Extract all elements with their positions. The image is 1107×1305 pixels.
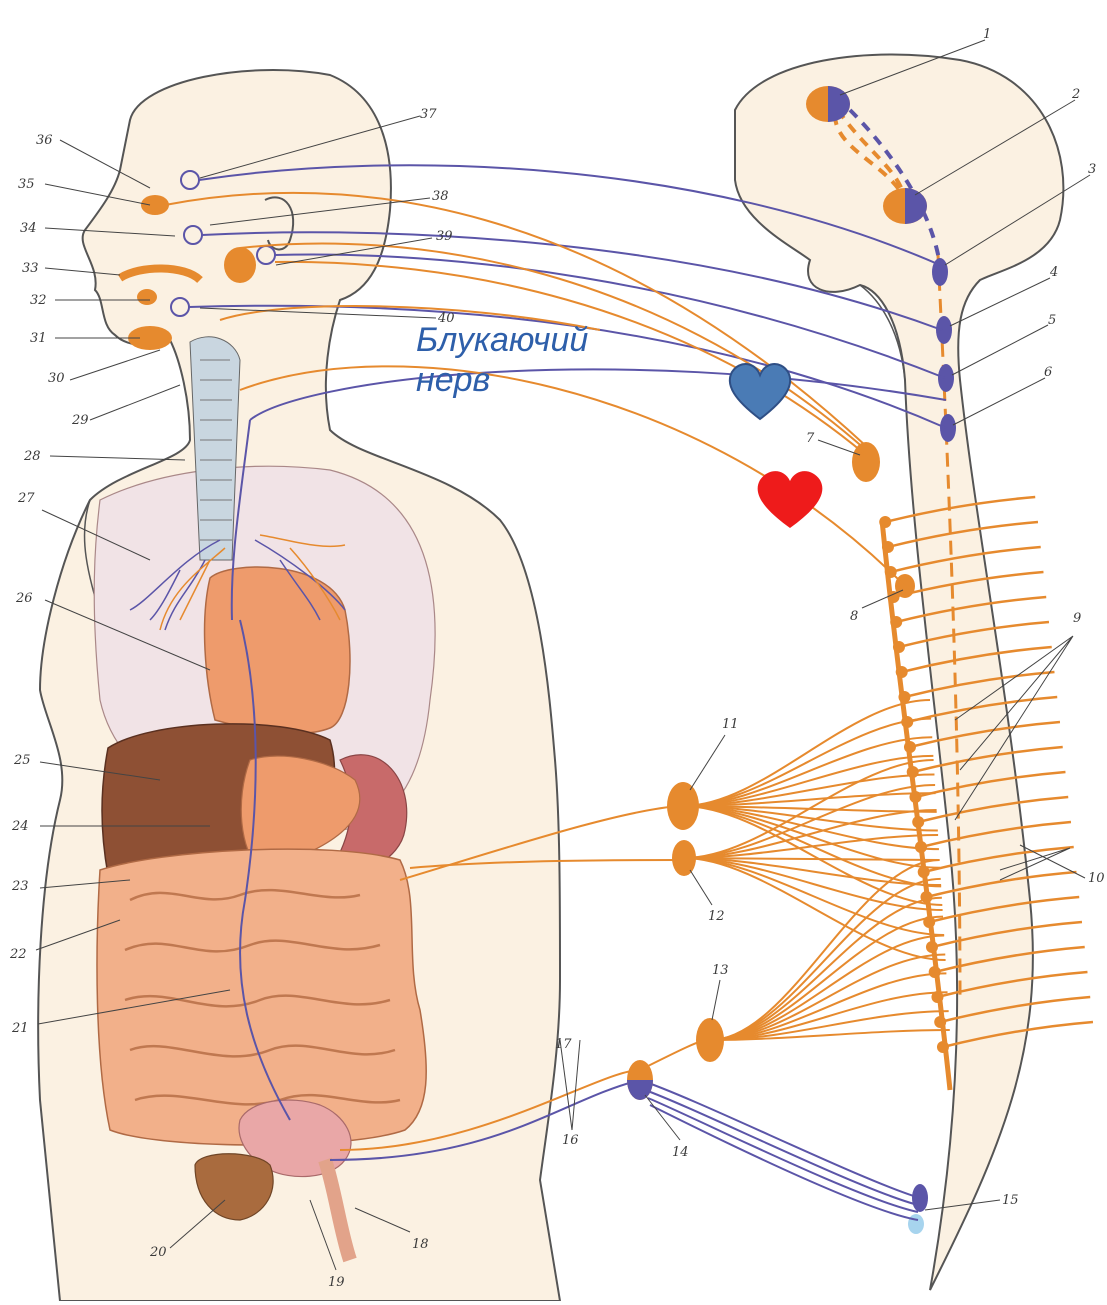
- label-27: 27: [18, 492, 35, 505]
- ganglion-34: [184, 226, 202, 244]
- label-17: 17: [555, 1038, 572, 1051]
- label-4: 4: [1050, 266, 1058, 279]
- splanchnic-fiber: [710, 936, 944, 1040]
- red-heart-icon: [758, 471, 823, 528]
- caption-line-2: нерв: [416, 360, 588, 400]
- splanchnic-fiber: [710, 879, 941, 1040]
- ear: [265, 197, 293, 249]
- ganglion-13: [696, 1018, 724, 1062]
- brainstem-nucleus-6: [940, 414, 956, 442]
- label-1: 1: [983, 28, 991, 41]
- label-23: 23: [12, 880, 29, 893]
- splanchnic-fiber: [683, 737, 932, 806]
- label-33: 33: [22, 262, 39, 275]
- ganglion-37: [181, 171, 199, 189]
- label-37: 37: [420, 108, 437, 121]
- label-40: 40: [438, 312, 455, 325]
- ganglion-32b: [171, 298, 189, 316]
- label-13: 13: [712, 964, 729, 977]
- label-7: 7: [806, 432, 814, 445]
- label-28: 28: [24, 450, 41, 463]
- label-5: 5: [1048, 314, 1056, 327]
- label-31: 31: [30, 332, 47, 345]
- label-11: 11: [722, 718, 739, 731]
- label-18: 18: [412, 1238, 429, 1251]
- blue-heart-icon: [730, 364, 790, 419]
- label-25: 25: [14, 754, 31, 767]
- gland-32: [137, 289, 157, 305]
- label-38: 38: [432, 190, 449, 203]
- label-10: 10: [1088, 872, 1105, 885]
- label-30: 30: [48, 372, 65, 385]
- ganglion-39: [257, 246, 275, 264]
- label-19: 19: [328, 1276, 345, 1289]
- label-20: 20: [150, 1246, 167, 1259]
- parotid-gland: [224, 247, 256, 283]
- label-22: 22: [10, 948, 27, 961]
- label-32: 32: [30, 294, 47, 307]
- brainstem-nucleus-5: [938, 364, 954, 392]
- label-14: 14: [672, 1146, 689, 1159]
- sacral-nucleus-15-light: [908, 1214, 924, 1234]
- label-3: 3: [1088, 163, 1096, 176]
- label-36: 36: [36, 134, 53, 147]
- label-9: 9: [1073, 612, 1081, 625]
- splanchnic-fiber: [683, 719, 931, 806]
- label-6: 6: [1044, 366, 1052, 379]
- label-2: 2: [1072, 88, 1080, 101]
- splanchnic-fiber: [710, 898, 942, 1040]
- vagus-nerve-caption: Блукаючий нерв: [416, 320, 588, 400]
- label-29: 29: [72, 414, 89, 427]
- label-39: 39: [436, 230, 453, 243]
- label-15: 15: [1002, 1194, 1019, 1207]
- label-24: 24: [12, 820, 29, 833]
- label-26: 26: [16, 592, 33, 605]
- ganglion-11: [667, 782, 699, 830]
- label-34: 34: [20, 222, 37, 235]
- lacrimal-gland: [141, 195, 169, 215]
- caption-line-1: Блукаючий: [416, 320, 588, 360]
- brainstem-nucleus-4: [936, 316, 952, 344]
- label-21: 21: [12, 1022, 29, 1035]
- ganglion-14-blue: [627, 1080, 653, 1100]
- label-16: 16: [562, 1134, 579, 1147]
- label-12: 12: [708, 910, 725, 923]
- label-35: 35: [18, 178, 35, 191]
- label-8: 8: [850, 610, 858, 623]
- ganglion-12: [672, 840, 696, 876]
